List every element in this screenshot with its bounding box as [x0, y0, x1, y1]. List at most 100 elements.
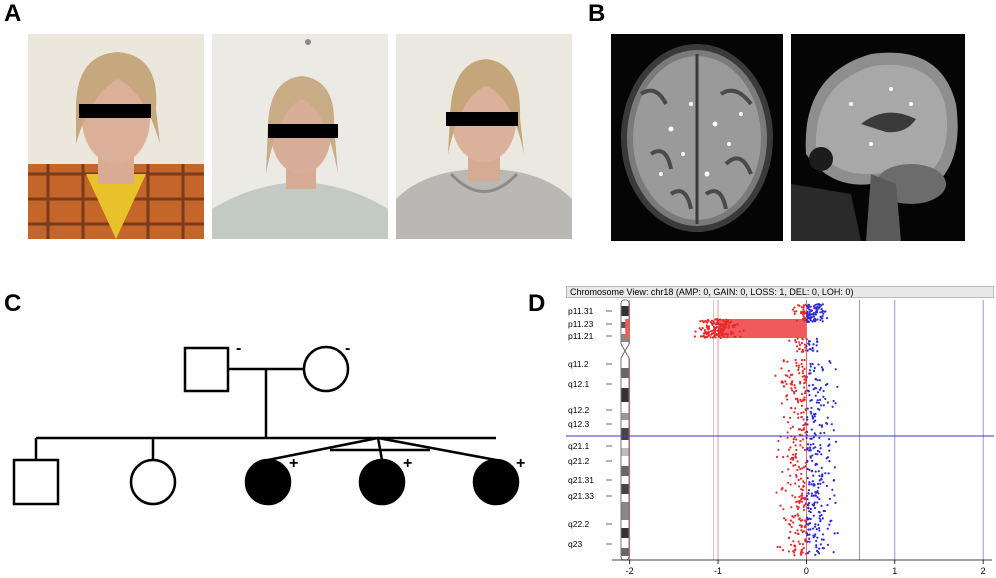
data-point — [724, 332, 727, 336]
affected-marker-2: + — [403, 455, 413, 472]
data-point — [730, 320, 733, 323]
data-point — [795, 475, 798, 478]
data-point — [814, 553, 817, 556]
data-point — [816, 318, 819, 321]
data-point — [814, 470, 817, 473]
data-point — [822, 389, 825, 393]
data-point — [801, 494, 804, 497]
data-point — [803, 310, 806, 313]
data-point — [807, 316, 810, 319]
data-point — [818, 526, 821, 530]
data-point — [808, 510, 811, 513]
data-point — [810, 309, 814, 312]
data-point — [832, 551, 835, 554]
data-point — [794, 389, 798, 392]
data-point — [812, 504, 815, 507]
data-point — [822, 509, 825, 513]
data-point — [815, 337, 818, 340]
data-point — [794, 514, 797, 517]
data-point — [791, 521, 795, 524]
data-point — [795, 505, 798, 508]
data-point — [793, 310, 796, 313]
band-label: q12.3 — [568, 419, 590, 429]
data-point — [706, 318, 710, 322]
data-point — [812, 343, 815, 346]
data-point — [802, 418, 805, 421]
data-point — [788, 536, 791, 539]
data-point — [808, 369, 812, 372]
data-point — [801, 530, 804, 534]
data-point — [800, 550, 803, 553]
data-point — [812, 349, 815, 352]
data-point — [777, 439, 780, 443]
data-point — [806, 320, 809, 323]
data-point — [776, 545, 779, 549]
data-point — [819, 482, 822, 485]
data-point — [834, 368, 837, 371]
data-point — [803, 519, 807, 522]
data-point — [808, 308, 811, 311]
data-point — [789, 446, 792, 449]
data-point — [799, 519, 803, 522]
data-point — [716, 321, 719, 324]
data-point — [808, 384, 811, 387]
data-point — [780, 367, 783, 370]
data-point — [793, 411, 796, 414]
data-point — [820, 538, 823, 541]
data-point — [801, 438, 805, 441]
data-point — [802, 480, 805, 483]
data-point — [802, 318, 805, 321]
data-point — [810, 483, 813, 486]
data-point — [795, 473, 798, 477]
data-point — [820, 316, 823, 319]
data-point — [818, 497, 821, 501]
band-label: q12.1 — [568, 379, 590, 389]
data-point — [804, 349, 808, 352]
data-point — [821, 368, 824, 371]
data-point — [812, 315, 816, 318]
x-tick-label: 0 — [804, 566, 809, 576]
data-point — [800, 415, 803, 419]
data-point — [812, 484, 815, 487]
data-point — [820, 425, 824, 428]
data-point — [814, 394, 817, 397]
data-point — [825, 422, 829, 425]
data-point — [794, 531, 797, 535]
data-point — [812, 420, 815, 424]
data-point — [812, 474, 815, 477]
data-point — [805, 337, 808, 341]
data-point — [714, 336, 717, 339]
data-point — [701, 326, 704, 330]
data-point — [813, 415, 816, 418]
data-point — [806, 523, 810, 526]
data-point — [830, 519, 833, 522]
data-point — [795, 361, 798, 364]
data-point — [814, 525, 817, 528]
data-point — [803, 448, 806, 452]
data-point — [799, 467, 802, 471]
data-point — [818, 529, 821, 532]
data-point — [707, 333, 711, 337]
data-point — [795, 438, 798, 441]
data-point — [803, 423, 807, 426]
data-point — [798, 380, 802, 383]
data-point — [791, 308, 794, 311]
ideogram-band — [621, 334, 629, 342]
data-point — [794, 463, 797, 467]
data-point — [797, 366, 800, 369]
data-point — [833, 532, 836, 535]
data-point — [797, 465, 800, 469]
data-point — [812, 318, 816, 321]
data-point — [828, 497, 831, 500]
data-point — [809, 443, 812, 446]
data-point — [826, 504, 829, 507]
data-point — [817, 482, 820, 486]
data-point — [798, 428, 801, 431]
data-point — [720, 327, 724, 330]
data-point — [781, 487, 784, 490]
father-marker: - — [236, 340, 242, 357]
data-point — [711, 329, 714, 332]
data-point — [811, 459, 814, 462]
data-point — [809, 517, 812, 521]
x-tick-label: -2 — [626, 566, 634, 576]
